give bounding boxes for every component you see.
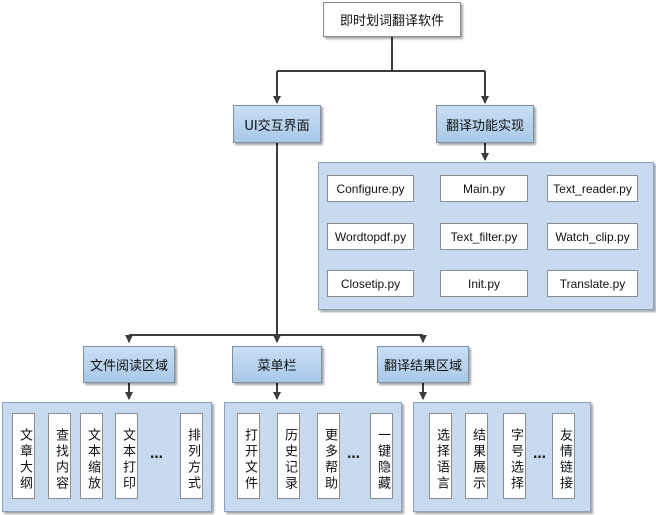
reading-area-panel <box>2 402 212 512</box>
result-ellipsis: … <box>533 447 547 462</box>
menu-item: 打开文件 <box>237 413 260 499</box>
file-box: Text_filter.py <box>440 223 528 250</box>
ui-node: UI交互界面 <box>233 105 321 143</box>
file-box: Closetip.py <box>327 270 414 297</box>
reading-item: 文本打印 <box>115 413 138 499</box>
file-box: Init.py <box>440 270 528 297</box>
file-box: Main.py <box>440 175 528 202</box>
impl-node: 翻译功能实现 <box>436 105 534 143</box>
file-box: Text_reader.py <box>547 175 638 202</box>
result-item: 结果展示 <box>465 413 488 499</box>
file-box: Translate.py <box>547 270 638 297</box>
result-item: 字号选择 <box>503 413 526 499</box>
reading-item: 文章大纲 <box>12 413 35 499</box>
reading-ellipsis: … <box>150 447 164 462</box>
reading-item: 排列方式 <box>180 413 203 499</box>
menu-item: 一键隐藏 <box>370 413 393 499</box>
menu-item: 历史记录 <box>277 413 300 499</box>
menu-bar-node: 菜单栏 <box>232 346 322 383</box>
reading-area-node: 文件阅读区域 <box>83 346 175 383</box>
reading-item: 文本缩放 <box>80 413 103 499</box>
result-area-node: 翻译结果区域 <box>377 346 469 383</box>
result-item: 友情链接 <box>552 413 575 499</box>
reading-item: 查找内容 <box>48 413 71 499</box>
menu-ellipsis: … <box>347 447 361 462</box>
root-node: 即时划词翻译软件 <box>323 2 461 37</box>
result-item: 选择语言 <box>429 413 452 499</box>
file-box: Watch_clip.py <box>547 223 638 250</box>
file-box: Configure.py <box>327 175 414 202</box>
file-box: Wordtopdf.py <box>327 223 414 250</box>
menu-item: 更多帮助 <box>317 413 340 499</box>
